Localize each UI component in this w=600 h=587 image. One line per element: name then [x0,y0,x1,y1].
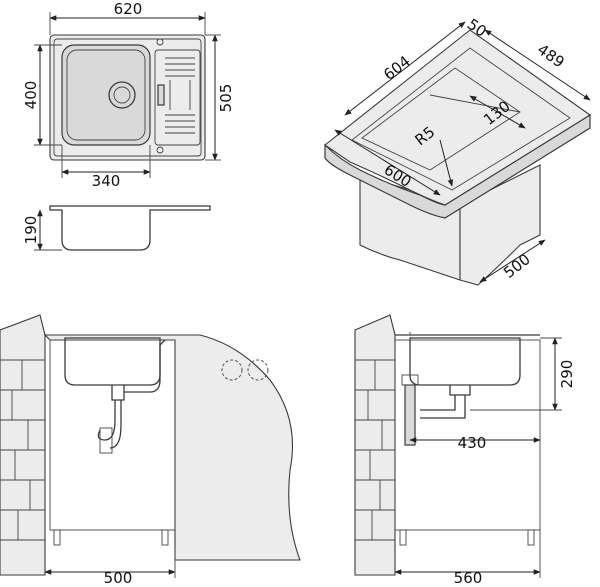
dim-620: 620 [114,0,143,18]
dim-489: 489 [534,40,568,71]
isometric-view: 604 489 50 130 R5 600 500 [324,15,591,286]
dim-505: 505 [217,84,235,113]
dim-400: 400 [22,81,40,110]
dim-500: 500 [104,569,133,587]
dim-190: 190 [22,216,40,245]
drain-icon [108,81,136,109]
dim-290: 290 [558,360,576,389]
socket-icon [247,359,269,381]
dim-340: 340 [92,172,121,190]
top-view: 620 400 505 340 [22,0,235,190]
side-view: 190 [22,205,211,251]
socket-icon [221,359,243,381]
dim-430: 430 [458,434,487,452]
front-elevation: 500 [0,314,301,587]
dim-560: 560 [454,569,483,587]
side-elevation: 290 430 560 [354,314,576,587]
